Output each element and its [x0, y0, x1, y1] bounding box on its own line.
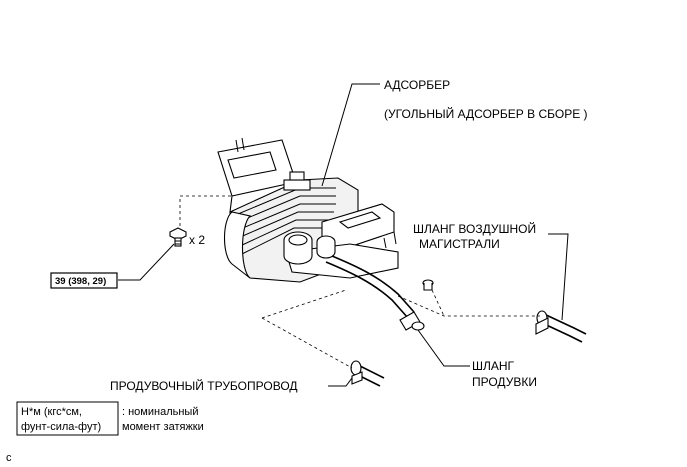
legend-unit-line2: фунт-сила-фут) [21, 421, 101, 433]
legend-unit-line1: Н*м (кгс*см, [21, 406, 82, 418]
canister-illustration [169, 137, 587, 387]
mounting-bolt [169, 227, 187, 247]
canister-label: АДСОРБЕР [384, 78, 450, 92]
purge-hose-label-line1: ШЛАНГ [472, 359, 515, 373]
legend-desc-line2: момент затяжки [122, 421, 204, 433]
purge-pipe-label: ПРОДУВОЧНЫЙ ТРУБОПРОВОД [110, 378, 298, 393]
torque-spec: 39 (398, 29) [50, 272, 118, 289]
torque-legend: Н*м (кгс*см, фунт-сила-фут) : номинальны… [16, 401, 204, 436]
air-hose-label-line1: ШЛАНГ ВОЗДУШНОЙ [413, 221, 536, 236]
legend-desc-line1: : номинальный [122, 406, 198, 418]
alignment-lines [179, 195, 540, 369]
lower-bolt [422, 279, 434, 291]
air-hose-label-line2: МАГИСТРАЛИ [419, 237, 500, 251]
bolt-quantity-label: x 2 [189, 233, 205, 247]
figure-code: c [6, 452, 12, 464]
torque-spec-value: 39 (398, 29) [55, 276, 106, 287]
purge-hose-label-line2: ПРОДУВКИ [472, 375, 537, 389]
leader-lines [118, 83, 569, 387]
canister-sub-label: (УГОЛЬНЫЙ АДСОРБЕР В СБОРЕ ) [384, 106, 588, 121]
